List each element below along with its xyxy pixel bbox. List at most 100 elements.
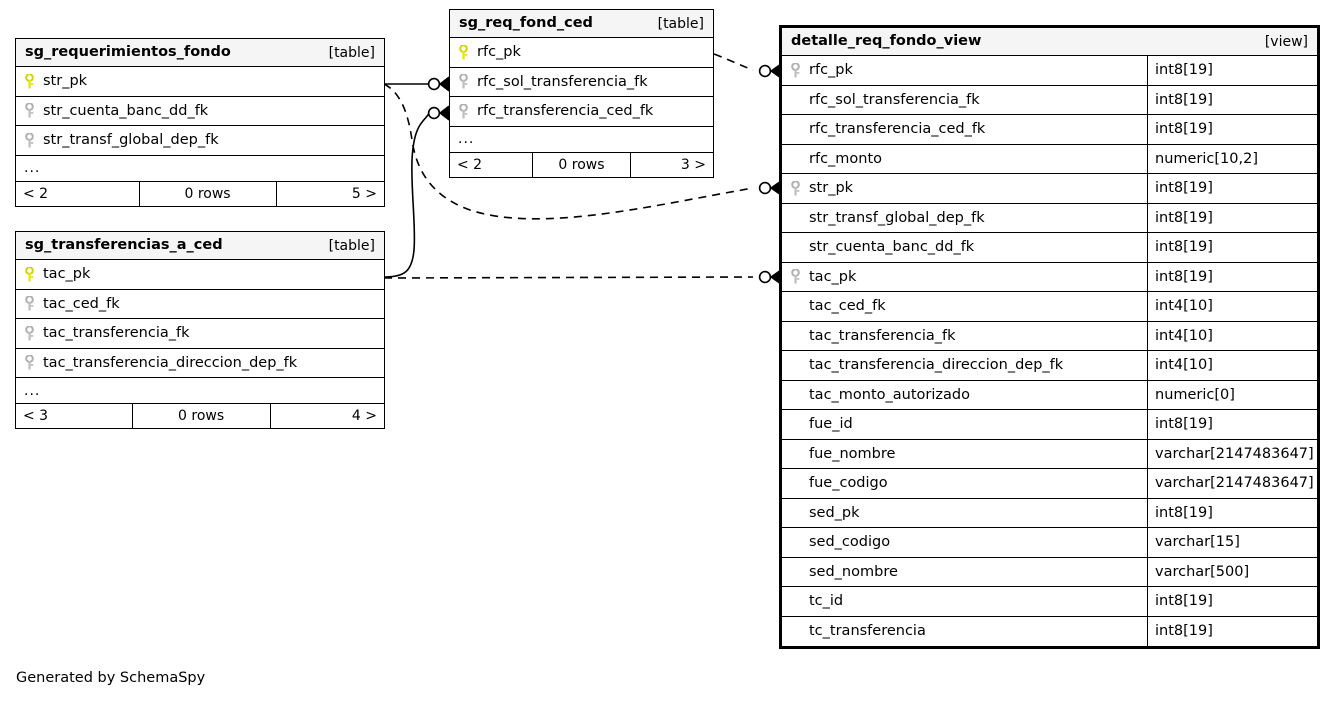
column-row[interactable]: tc_transferencia int8[19] (782, 616, 1317, 646)
column-name-cell: sed_codigo (782, 528, 1147, 557)
entity-title: detalle_req_fondo_view (791, 33, 982, 50)
entity-footer: < 3 0 rows 4 > (16, 404, 384, 428)
column-row[interactable]: tac_monto_autorizado numeric[0] (782, 380, 1317, 410)
column-name-cell: tac_ced_fk (16, 290, 384, 319)
column-row[interactable]: rfc_pk int8[19] (782, 56, 1317, 86)
entity-title: sg_transferencias_a_ced (25, 237, 223, 254)
entity-sg-transferencias-a-ced[interactable]: sg_transferencias_a_ced [table] tac_pk (15, 231, 385, 429)
column-row[interactable]: rfc_transferencia_ced_fk int8[19] (782, 115, 1317, 145)
key-placeholder (790, 564, 801, 579)
column-row[interactable]: tac_transferencia_fk int4[10] (782, 321, 1317, 351)
column-label: str_transf_global_dep_fk (809, 209, 985, 226)
column-label: str_transf_global_dep_fk (43, 132, 219, 148)
column-row[interactable]: rfc_pk (450, 38, 713, 68)
foreign-key-icon (458, 74, 469, 89)
column-row[interactable]: fue_codigo varchar[2147483647] (782, 469, 1317, 499)
column-row[interactable]: tac_ced_fk (16, 290, 384, 319)
column-type-cell: varchar[2147483647] (1147, 469, 1317, 498)
column-row[interactable]: tc_id int8[19] (782, 587, 1317, 617)
generated-by-caption: Generated by SchemaSpy (16, 670, 206, 686)
column-type-cell: numeric[0] (1147, 380, 1317, 409)
key-placeholder (790, 328, 801, 343)
footer-next-degree[interactable]: 4 > (351, 408, 377, 424)
column-row[interactable]: tac_transferencia_direccion_dep_fk (16, 349, 384, 378)
column-label: rfc_transferencia_ced_fk (809, 121, 986, 137)
column-name-cell: str_pk (782, 174, 1147, 203)
column-label: rfc_sol_transferencia_fk (809, 91, 980, 108)
column-row[interactable]: sed_nombre varchar[500] (782, 557, 1317, 587)
key-placeholder (790, 358, 801, 373)
foreign-key-icon (790, 180, 801, 196)
column-name-cell: fue_nombre (782, 440, 1147, 469)
column-name-cell: rfc_monto (782, 145, 1147, 174)
column-row[interactable]: tac_pk int8[19] (782, 262, 1317, 292)
column-label: rfc_pk (477, 44, 521, 60)
column-row[interactable]: tac_transferencia_fk (16, 319, 384, 349)
column-label: rfc_transferencia_ced_fk (477, 103, 654, 119)
footer-prev-degree[interactable]: < 2 (457, 156, 483, 173)
entity-kind-label: [table] (657, 15, 704, 32)
column-row[interactable]: rfc_sol_transferencia_fk int8[19] (782, 85, 1317, 115)
key-placeholder (790, 240, 801, 255)
column-row[interactable]: str_pk (16, 67, 384, 97)
footer-next-degree[interactable]: 5 > (351, 185, 377, 202)
column-label: fue_codigo (809, 475, 888, 491)
column-name-cell: str_cuenta_banc_dd_fk (16, 97, 384, 126)
column-name-cell: tac_pk (782, 263, 1147, 292)
column-label: tac_pk (809, 268, 857, 285)
foreign-key-icon (790, 62, 801, 78)
column-row[interactable]: str_pk int8[19] (782, 174, 1317, 204)
footer-prev-degree[interactable]: < 2 (23, 185, 49, 202)
entity-title: sg_req_fond_ced (459, 15, 593, 32)
column-name-cell: rfc_sol_transferencia_fk (782, 86, 1147, 115)
entity-sg-requerimientos-fondo[interactable]: sg_requerimientos_fondo [table] str_pk (15, 38, 385, 207)
column-row[interactable]: rfc_sol_transferencia_fk (450, 68, 713, 97)
column-type-cell: int8[19] (1147, 203, 1317, 232)
column-row[interactable]: str_transf_global_dep_fk (16, 126, 384, 156)
key-placeholder (790, 505, 801, 520)
column-row[interactable]: str_cuenta_banc_dd_fk int8[19] (782, 233, 1317, 263)
more-columns-indicator: ... (450, 127, 713, 153)
column-row[interactable]: tac_transferencia_direccion_dep_fk int4[… (782, 351, 1317, 381)
column-row[interactable]: rfc_transferencia_ced_fk (450, 97, 713, 127)
foreign-key-icon (24, 355, 35, 370)
column-name-cell: sed_nombre (782, 558, 1147, 587)
column-row[interactable]: str_cuenta_banc_dd_fk (16, 97, 384, 126)
entity-detalle-req-fondo-view[interactable]: detalle_req_fondo_view [view] rfc_pk int… (779, 25, 1320, 649)
column-type-cell: int8[19] (1147, 85, 1317, 114)
footer-prev-degree[interactable]: < 3 (23, 408, 49, 424)
column-name-cell: tac_transferencia_fk (782, 322, 1147, 351)
primary-key-icon (24, 73, 35, 89)
entity-sg-req-fond-ced[interactable]: sg_req_fond_ced [table] rfc_pk (449, 9, 714, 178)
column-label: str_cuenta_banc_dd_fk (43, 102, 209, 119)
column-name-cell: rfc_pk (782, 56, 1147, 85)
foreign-key-icon (24, 296, 35, 311)
key-placeholder (790, 387, 801, 402)
foreign-key-icon (458, 103, 469, 119)
column-row[interactable]: sed_codigo varchar[15] (782, 528, 1317, 558)
column-row[interactable]: tac_pk (16, 260, 384, 290)
column-label: tc_id (809, 593, 844, 609)
column-row[interactable]: str_transf_global_dep_fk int8[19] (782, 203, 1317, 233)
column-row[interactable]: fue_nombre varchar[2147483647] (782, 439, 1317, 469)
key-placeholder (790, 594, 801, 609)
entity-header: sg_req_fond_ced [table] (450, 10, 713, 38)
column-row[interactable]: sed_pk int8[19] (782, 498, 1317, 528)
column-type-cell: int4[10] (1147, 321, 1317, 350)
column-row[interactable]: tac_ced_fk int4[10] (782, 292, 1317, 322)
column-type-cell: int4[10] (1147, 351, 1317, 380)
column-label: fue_nombre (809, 445, 896, 462)
column-name-cell: tac_ced_fk (782, 292, 1147, 321)
column-row[interactable]: fue_id int8[19] (782, 410, 1317, 440)
entity-footer: < 2 0 rows 3 > (450, 152, 713, 177)
column-label: tac_transferencia_direccion_dep_fk (809, 357, 1064, 373)
entity-kind-label: [table] (328, 44, 375, 61)
column-label: str_pk (43, 73, 88, 89)
column-type-cell: int8[19] (1147, 115, 1317, 144)
entity-kind-label: [view] (1264, 33, 1308, 50)
footer-next-degree[interactable]: 3 > (680, 156, 706, 173)
column-name-cell: tc_id (782, 587, 1147, 616)
column-row[interactable]: rfc_monto numeric[10,2] (782, 144, 1317, 174)
entity-title: sg_requerimientos_fondo (25, 44, 231, 61)
